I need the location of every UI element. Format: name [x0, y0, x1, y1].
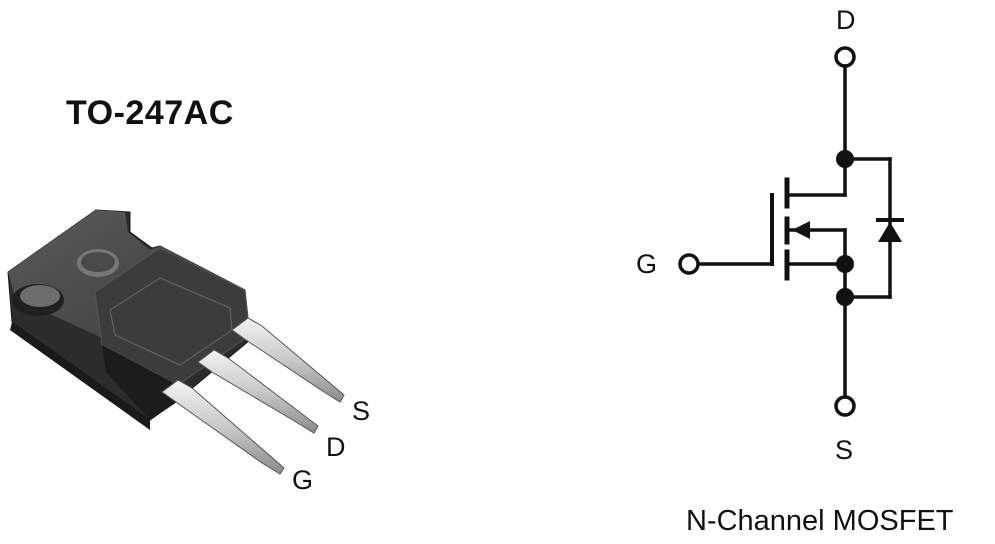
pin-gate: [161, 379, 285, 475]
pin-drain: [197, 349, 319, 434]
gate-terminal-icon: [678, 253, 700, 275]
channel-arrow-icon: [792, 221, 810, 239]
junction-dot: [836, 288, 854, 306]
package-title: TO-247AC: [66, 94, 234, 132]
drain-terminal-icon: [834, 46, 856, 68]
package-pin-label-gate: G: [292, 465, 314, 495]
mosfet-symbol-fills: [792, 150, 904, 306]
package-pin-label-source: S: [352, 396, 371, 426]
schematic-label-drain: D: [836, 5, 856, 35]
package-pin-label-drain: D: [326, 432, 346, 462]
schematic-caption: N-Channel MOSFET: [686, 505, 954, 537]
schematic-label-source: S: [835, 435, 854, 465]
to247-package: [7, 209, 251, 430]
pin-source: [231, 317, 345, 403]
source-terminal-icon: [834, 395, 856, 417]
mosfet-symbol: [678, 46, 892, 417]
junction-dot: [836, 255, 854, 273]
body-diode-icon: [878, 222, 902, 242]
schematic-label-gate: G: [636, 249, 658, 279]
junction-dot: [836, 150, 854, 168]
